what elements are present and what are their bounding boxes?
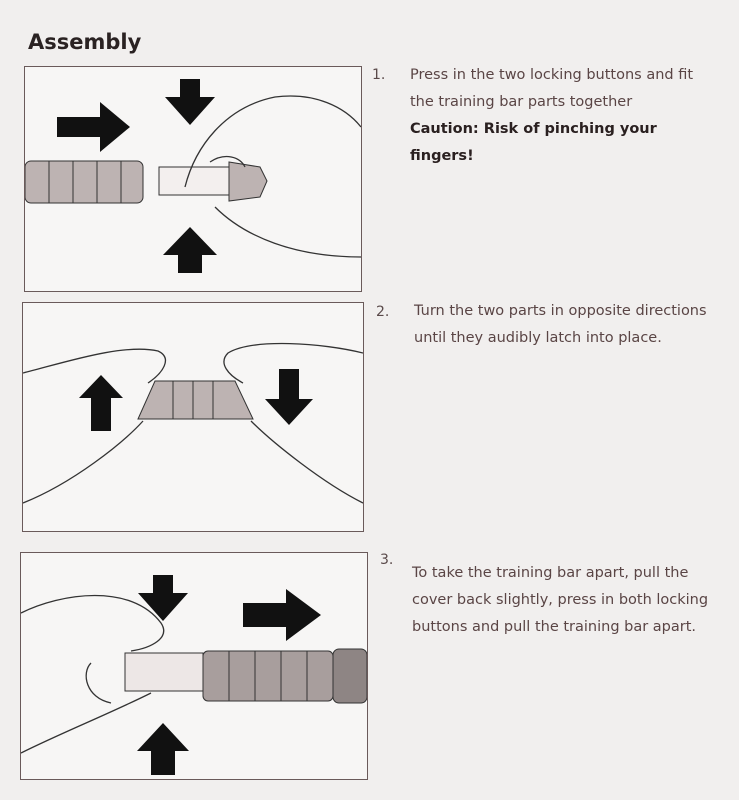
step-3-text: To take the training bar apart, pull the… (412, 565, 709, 635)
step-1-instruction: Press in the two locking buttons and fit… (410, 67, 694, 110)
hand-drawing (184, 95, 361, 258)
arrow-up-icon (137, 723, 189, 775)
step-1-caution: Caution: Risk of pinching your fingers! (410, 121, 657, 164)
training-bar (137, 380, 254, 420)
section-title: Assembly (28, 30, 142, 54)
arrow-down-icon (165, 79, 215, 125)
step-1-illustration (24, 66, 362, 292)
step-1-number: 1. (372, 67, 386, 83)
arrow-down-icon (265, 369, 313, 425)
step-2-illustration (22, 302, 364, 532)
step-1-text: Press in the two locking buttons and fit… (410, 62, 720, 170)
step-2-text: Turn the two parts in opposite direction… (414, 303, 707, 346)
arrow-right-icon (57, 102, 130, 152)
training-bar-part-left (25, 160, 144, 204)
arrow-down-icon (138, 575, 188, 621)
training-bar (124, 648, 367, 704)
hands-drawing (23, 342, 363, 504)
step-2-number: 2. (376, 304, 390, 320)
hand-drawing (21, 594, 165, 754)
arrow-up-icon (79, 375, 123, 431)
step-3-number: 3. (380, 552, 394, 568)
training-bar-part-right (158, 161, 268, 202)
arrow-up-icon (163, 227, 217, 273)
arrow-right-icon (243, 589, 321, 641)
step-3-illustration (20, 552, 368, 780)
